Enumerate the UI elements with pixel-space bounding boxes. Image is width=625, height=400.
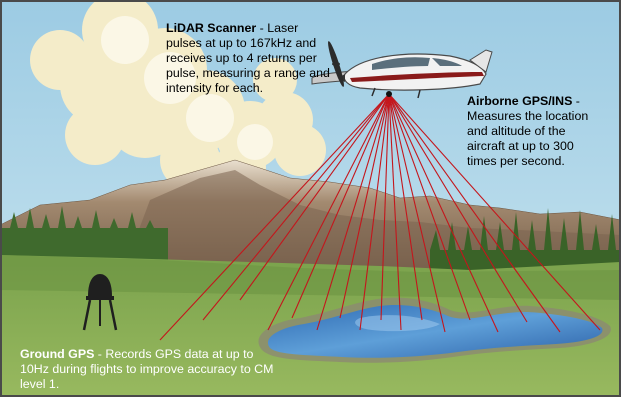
ground-gps-station bbox=[82, 274, 118, 331]
aircraft bbox=[311, 41, 493, 99]
meadow-shade bbox=[1, 255, 620, 300]
lidar-scanner-dot bbox=[386, 91, 392, 97]
airborne-gps-ins-text: - Measures the location and altitude of … bbox=[467, 94, 589, 168]
lake-reflection bbox=[355, 315, 440, 332]
lidar-scanner-text: - Laser pulses at up to 167kHz and recei… bbox=[166, 21, 330, 95]
cloud-highlights bbox=[101, 16, 273, 160]
ground-gps-caption: Ground GPS - Records GPS data at up to 1… bbox=[20, 347, 280, 392]
airborne-gps-ins-title: Airborne GPS/INS bbox=[467, 94, 573, 108]
laser-beams bbox=[159, 93, 601, 341]
airborne-gps-ins-caption: Airborne GPS/INS - Measures the location… bbox=[467, 94, 589, 169]
ground-gps-title: Ground GPS bbox=[20, 347, 95, 361]
lidar-scanner-title: LiDAR Scanner bbox=[166, 21, 257, 35]
lake-water bbox=[267, 305, 603, 358]
ground-gps-text: - Records GPS data at up to 10Hz during … bbox=[20, 347, 274, 391]
lidar-scanner-caption: LiDAR Scanner - Laser pulses at up to 16… bbox=[166, 21, 332, 96]
forest-left bbox=[1, 206, 168, 262]
